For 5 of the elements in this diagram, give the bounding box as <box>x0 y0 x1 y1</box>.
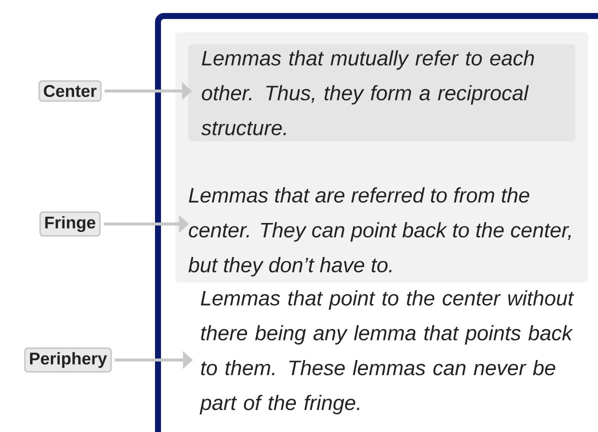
description-box: Lemmas that mutually refer to each other. Thus, they form a reciprocal structure. <box>188 44 576 142</box>
term-box: Center <box>38 80 102 102</box>
description-text: Lemmas that point to the center without there being any lemma that points back to them. These lemmas can never be part of the fringe. <box>200 290 574 414</box>
term-box: Periphery <box>24 347 112 373</box>
term-box: Fringe <box>39 211 101 237</box>
